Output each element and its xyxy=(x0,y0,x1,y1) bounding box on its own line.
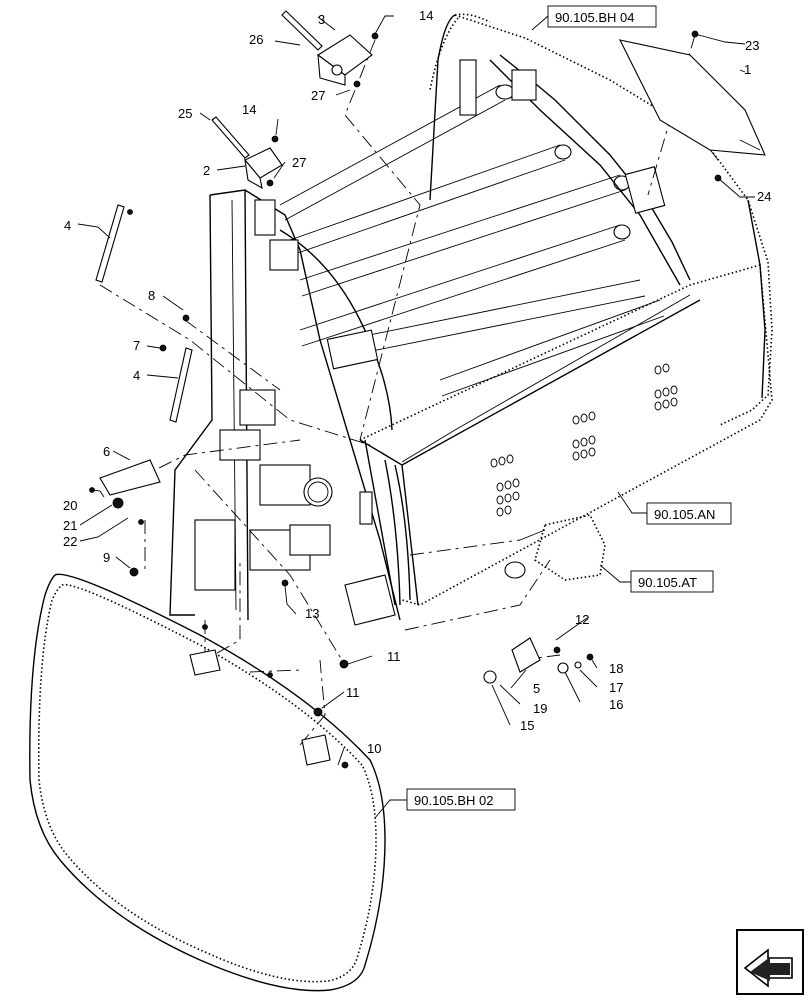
callout-numbers: 1 2 3 4 4 5 6 7 8 9 10 11 11 12 13 14 14… xyxy=(63,8,771,756)
callout-13: 13 xyxy=(305,606,319,621)
callout-9: 9 xyxy=(103,550,110,565)
arrow-box-icon[interactable] xyxy=(736,929,804,995)
hole-pattern xyxy=(490,363,678,517)
svg-text:90.105.AN: 90.105.AN xyxy=(654,507,715,522)
svg-text:90.105.BH 04: 90.105.BH 04 xyxy=(555,10,635,25)
leader-lines xyxy=(77,15,755,819)
gas-strut-lower xyxy=(169,347,193,423)
callout-12: 12 xyxy=(575,612,589,627)
svg-text:90.105.AT: 90.105.AT xyxy=(638,575,697,590)
callout-14-mid: 14 xyxy=(242,102,256,117)
right-frame-arms xyxy=(459,54,691,286)
reference-boxes: 90.105.BH 04 90.105.AN 90.105.AT 90.105.… xyxy=(406,5,732,811)
callout-23: 23 xyxy=(745,38,759,53)
callout-6: 6 xyxy=(103,444,110,459)
hinge-bracket xyxy=(511,637,541,673)
callout-26: 26 xyxy=(249,32,263,47)
cover-plate xyxy=(618,39,766,156)
callout-5: 5 xyxy=(533,681,540,696)
callout-11-lower: 11 xyxy=(346,685,360,700)
callout-19: 19 xyxy=(533,701,547,716)
left-side-frame xyxy=(169,189,401,626)
callout-4-upper: 4 xyxy=(64,218,71,233)
callout-25: 25 xyxy=(178,106,192,121)
ref-box-bh02[interactable]: 90.105.BH 02 xyxy=(406,788,516,811)
callout-15: 15 xyxy=(520,718,534,733)
door-panel xyxy=(29,573,386,992)
rollers xyxy=(279,84,665,397)
callout-11-upper: 11 xyxy=(387,649,401,664)
ref-box-at[interactable]: 90.105.AT xyxy=(630,570,714,593)
callout-24: 24 xyxy=(757,189,771,204)
ref-box-an[interactable]: 90.105.AN xyxy=(646,502,732,525)
callout-3: 3 xyxy=(318,12,325,27)
svg-text:90.105.BH 02: 90.105.BH 02 xyxy=(414,793,494,808)
tailgate-shell xyxy=(429,13,773,426)
small-parts xyxy=(89,10,766,769)
callout-17: 17 xyxy=(609,680,623,695)
callout-27-top: 27 xyxy=(311,88,325,103)
callout-10: 10 xyxy=(367,741,381,756)
callout-2: 2 xyxy=(203,163,210,178)
callout-14-top: 14 xyxy=(419,8,433,23)
callout-20: 20 xyxy=(63,498,77,513)
callout-18: 18 xyxy=(609,661,623,676)
gas-strut-upper xyxy=(95,204,125,283)
ref-box-bh04[interactable]: 90.105.BH 04 xyxy=(547,5,657,28)
drive-housing xyxy=(504,514,606,581)
callout-16: 16 xyxy=(609,697,623,712)
latch-plate xyxy=(99,459,161,496)
callout-7: 7 xyxy=(133,338,140,353)
callout-1: 1 xyxy=(744,62,751,77)
lower-body-box xyxy=(359,263,773,606)
callout-27-mid: 27 xyxy=(292,155,306,170)
callout-22: 22 xyxy=(63,534,77,549)
callout-8: 8 xyxy=(148,288,155,303)
callout-4-lower: 4 xyxy=(133,368,140,383)
callout-21: 21 xyxy=(63,518,77,533)
assembly-lines xyxy=(99,34,719,746)
